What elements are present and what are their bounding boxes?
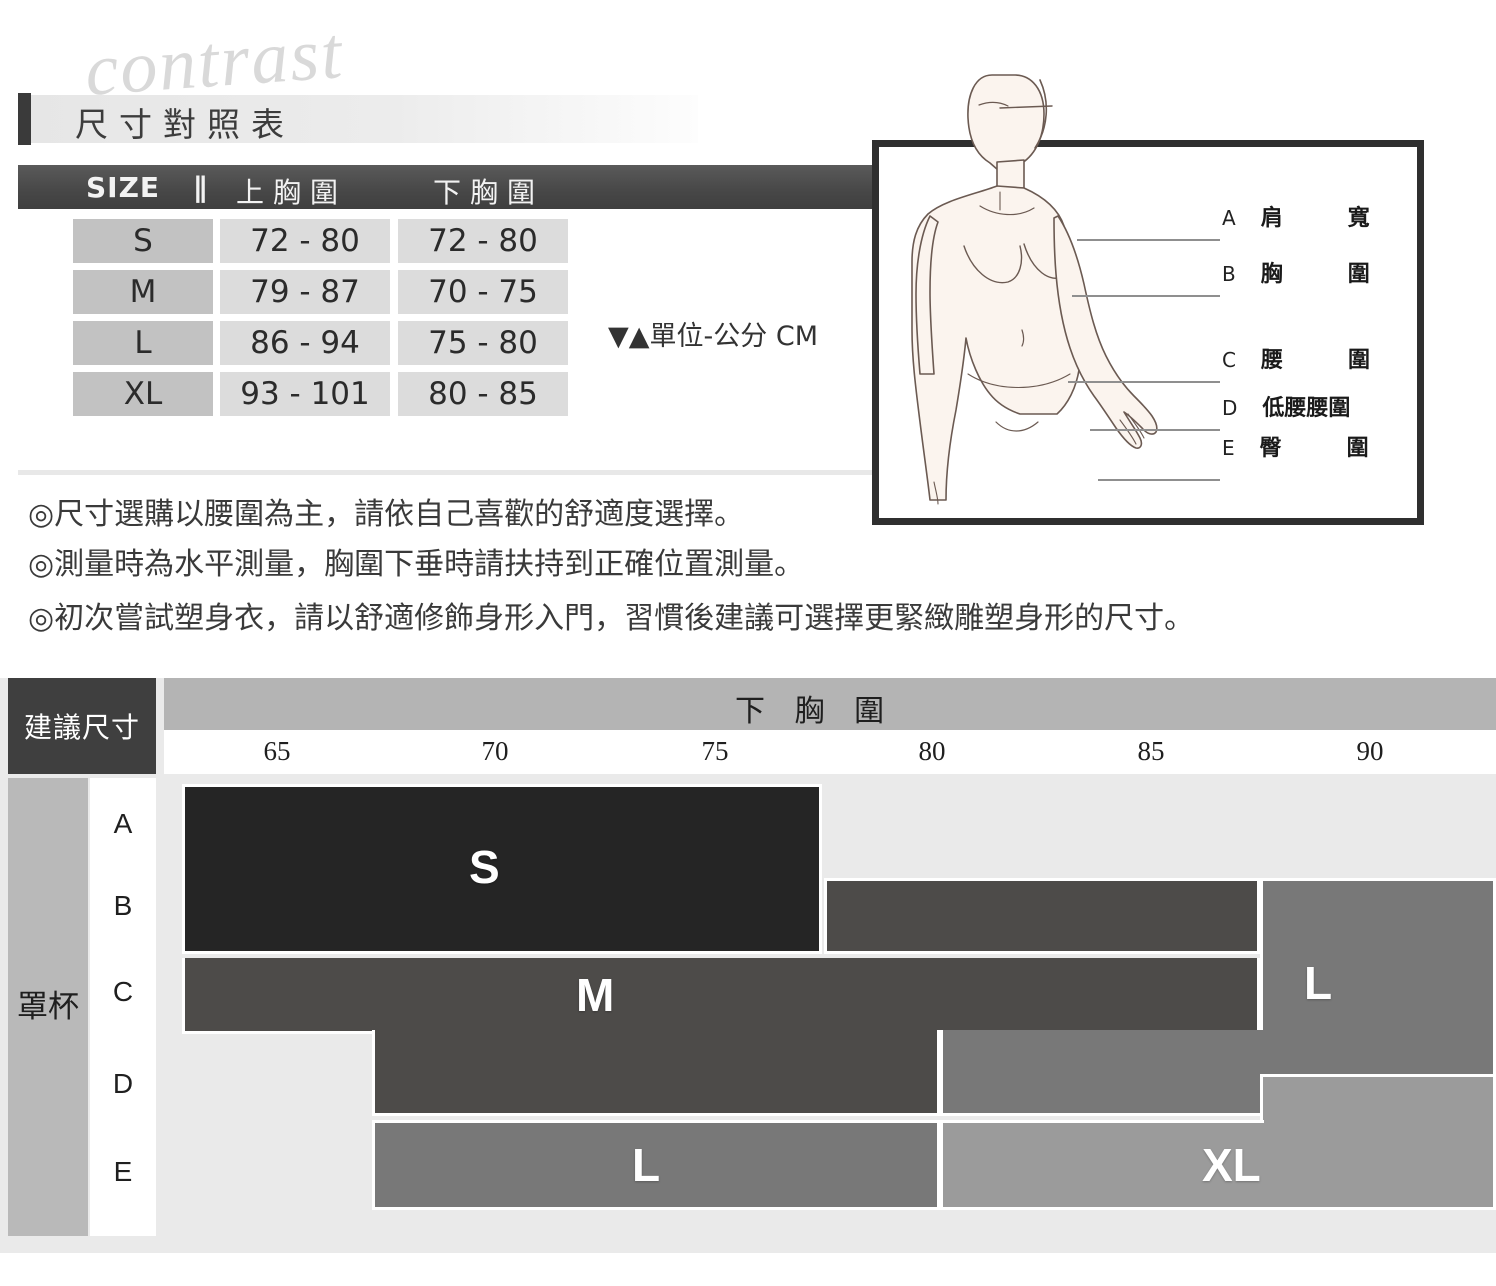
size-table-body: S 72 - 80 72 - 80 M 79 - 87 70 - 75 L 86… (18, 216, 578, 420)
note-item: ◎初次嘗試塑身衣，請以舒適修飾身形入門，習慣後建議可選擇更緊緻雕塑身形的尺寸。 (28, 601, 1195, 636)
cell-under-bust: 80 - 85 (398, 372, 568, 416)
x-tick: 65 (263, 736, 291, 766)
size-region-l-top[interactable] (1260, 878, 1496, 1034)
diagram-label-b: B 胸 圍 (1222, 256, 1370, 288)
cell-size: L (73, 321, 213, 365)
table-row: M 79 - 87 70 - 75 (18, 267, 578, 318)
matrix-plot-area: S M L L XL (164, 778, 1496, 1240)
matrix-axis-bar (164, 678, 1496, 730)
cell-upper-bust: 72 - 80 (220, 219, 390, 263)
cell-upper-bust: 86 - 94 (220, 321, 390, 365)
table-row: L 86 - 94 75 - 80 (18, 318, 578, 369)
cell-size: M (73, 270, 213, 314)
cup-row-a: A (113, 808, 133, 839)
cell-under-bust: 72 - 80 (398, 219, 568, 263)
page-title: 尺寸對照表 (75, 105, 295, 144)
cell-upper-bust: 79 - 87 (220, 270, 390, 314)
cell-upper-bust: 93 - 101 (220, 372, 390, 416)
size-region-l-label: L (1304, 957, 1333, 1009)
size-region-xl-right[interactable] (1260, 1074, 1496, 1210)
cup-row-b: B (113, 890, 133, 921)
diagram-name-a: 肩 (1260, 206, 1283, 231)
column-header-separator: ∥ (193, 171, 207, 204)
recommended-size-matrix: 建議尺寸 下 胸 圍 65 70 75 80 85 90 罩杯 A B C D … (0, 678, 1496, 1253)
diagram-name-d: 低腰腰圍 (1262, 396, 1351, 421)
size-region-s[interactable] (182, 784, 822, 954)
size-region-m-main[interactable] (182, 958, 1260, 1034)
size-region-xl-label: XL (1202, 1139, 1261, 1191)
diagram-label-e: E 臀 圍 (1222, 430, 1369, 462)
matrix-axis-title: 下 胸 圍 (735, 694, 895, 729)
diagram-suffix-c: 圍 (1347, 348, 1370, 373)
diagram-label-a: A 肩 寬 (1222, 200, 1370, 232)
cup-row-c: C (112, 976, 134, 1007)
diagram-name-e: 臀 (1259, 436, 1282, 461)
table-row: XL 93 - 101 80 - 85 (18, 369, 578, 420)
x-tick: 80 (918, 736, 946, 766)
x-tick: 75 (701, 736, 729, 766)
cell-size: S (73, 219, 213, 263)
note-item: ◎尺寸選購以腰圍為主，請依自己喜歡的舒適度選擇。 (28, 497, 745, 532)
size-region-l-bottom[interactable] (372, 1120, 940, 1210)
diagram-suffix-b: 圍 (1347, 262, 1370, 287)
size-region-l-bottom-label: L (632, 1139, 661, 1191)
unit-note: ▼▲單位-公分 CM (608, 321, 819, 352)
cup-label-text: 罩杯 (17, 989, 79, 1025)
matrix-x-axis-ticks: 65 70 75 80 85 90 (164, 730, 1496, 774)
diagram-label-c: C 腰 圍 (1222, 342, 1370, 374)
cell-size: XL (73, 372, 213, 416)
note-item: ◎測量時為水平測量，胸圍下垂時請扶持到正確位置測量。 (28, 547, 805, 582)
diagram-letter-c: C (1222, 348, 1236, 372)
diagram-letter-d: D (1222, 396, 1238, 420)
title-accent-block (18, 93, 31, 145)
diagram-label-d: D 低腰腰圍 (1222, 390, 1350, 422)
table-bottom-rule (18, 470, 1412, 475)
diagram-letter-e: E (1222, 436, 1235, 460)
size-region-m-upper[interactable] (824, 878, 1260, 954)
x-tick: 90 (1356, 736, 1384, 766)
cell-under-bust: 70 - 75 (398, 270, 568, 314)
column-header-size: SIZE (86, 171, 161, 204)
matrix-cup-rows: A B C D E (90, 778, 156, 1236)
x-tick: 85 (1137, 736, 1165, 766)
size-region-m-label: M (576, 969, 615, 1021)
diagram-name-b: 胸 (1260, 262, 1283, 287)
body-diagram-box (872, 140, 1424, 525)
diagram-suffix-a: 寬 (1347, 206, 1370, 231)
size-region-m-lower[interactable] (372, 1030, 940, 1116)
title-bar-background (18, 95, 698, 143)
column-header-under-bust: 下胸圍 (433, 176, 545, 209)
cell-under-bust: 75 - 80 (398, 321, 568, 365)
size-region-s-label: S (469, 841, 500, 893)
diagram-letter-a: A (1222, 206, 1236, 230)
size-region-xl-main[interactable] (940, 1120, 1264, 1210)
x-tick: 70 (481, 736, 509, 766)
diagram-suffix-e: 圍 (1346, 436, 1369, 461)
notes-list: ◎尺寸選購以腰圍為主，請依自己喜歡的舒適度選擇。 ◎測量時為水平測量，胸圍下垂時… (28, 490, 1448, 648)
cup-row-d: D (112, 1068, 134, 1099)
diagram-letter-b: B (1222, 262, 1236, 286)
column-header-upper-bust: 上胸圍 (236, 176, 348, 209)
cup-row-e: E (113, 1156, 133, 1187)
table-row: S 72 - 80 72 - 80 (18, 216, 578, 267)
matrix-cup-axis-label: 罩杯 (8, 778, 88, 1236)
matrix-corner-label: 建議尺寸 (8, 678, 156, 774)
diagram-name-c: 腰 (1260, 348, 1283, 373)
